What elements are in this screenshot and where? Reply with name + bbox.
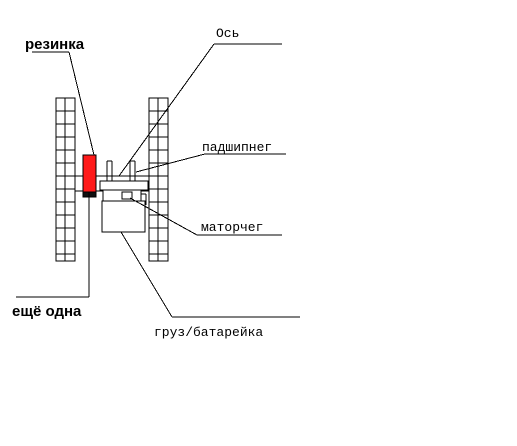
axle-label: Ось bbox=[216, 26, 239, 41]
motor-leader bbox=[129, 197, 198, 236]
bearing-label: падшипнег bbox=[202, 140, 272, 155]
left-tread bbox=[55, 97, 76, 262]
leader-lines bbox=[16, 43, 300, 318]
another-one-label: ещё одна bbox=[12, 303, 82, 320]
right-tread bbox=[148, 97, 169, 262]
axle-leader bbox=[118, 43, 215, 177]
rubber-band-label: резинка bbox=[25, 36, 85, 53]
weight-battery-label: груз/батарейка bbox=[154, 325, 263, 340]
bearing-leader bbox=[135, 153, 206, 173]
rubber-band bbox=[82, 154, 97, 198]
weight-battery-block bbox=[101, 200, 146, 233]
weight-leader bbox=[120, 231, 173, 318]
motor-label: маторчег bbox=[201, 220, 263, 235]
rubber-band-leader bbox=[68, 51, 95, 156]
